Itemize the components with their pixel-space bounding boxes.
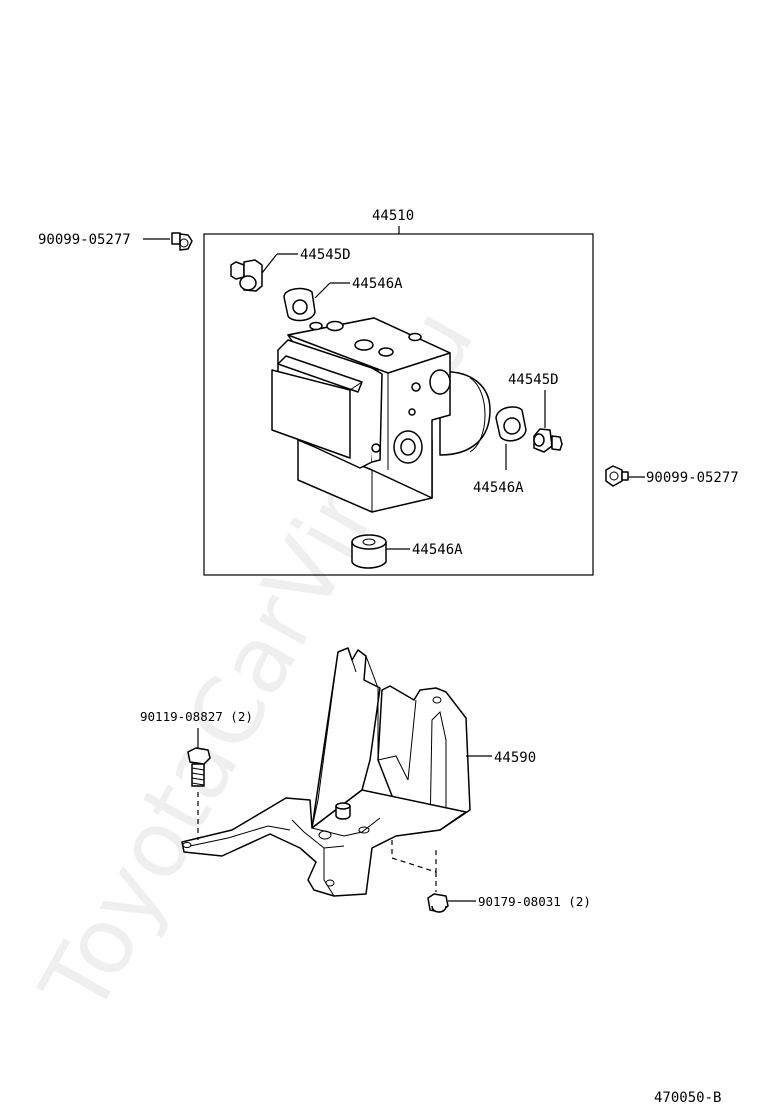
label-cushion-upper: 44546A: [352, 276, 403, 292]
bracket-bolt: 90119-08827 (2): [140, 709, 253, 840]
label-bolt-right: 90099-05277: [646, 470, 739, 486]
label-bracket: 44590: [494, 750, 536, 766]
cushion-right: 44546A: [473, 406, 527, 496]
label-stud-lower: 44545D: [508, 372, 559, 388]
stud-lower: 44545D: [508, 372, 563, 453]
label-assembly: 44510: [372, 208, 414, 224]
label-bracket-nut: 90179-08031 (2): [478, 894, 591, 909]
cushion-bottom: 44546A: [351, 534, 463, 569]
label-stud-upper: 44545D: [300, 247, 351, 263]
label-bracket-bolt: 90119-08827 (2): [140, 709, 253, 724]
bracket-nut: 90179-08031 (2): [391, 840, 591, 913]
actuator-body: [271, 317, 491, 513]
bolt-left-top: 90099-05277: [38, 232, 193, 251]
diagram-code: 470050-B: [654, 1090, 721, 1106]
bolt-right: 90099-05277: [605, 465, 739, 487]
label-cushion-right: 44546A: [473, 480, 524, 496]
stud-upper: 44545D: [230, 247, 351, 292]
label-cushion-bottom: 44546A: [412, 542, 463, 558]
label-bolt-left-top: 90099-05277: [38, 232, 131, 248]
cushion-upper: 44546A: [283, 276, 403, 322]
bracket: 44590: [181, 647, 536, 897]
